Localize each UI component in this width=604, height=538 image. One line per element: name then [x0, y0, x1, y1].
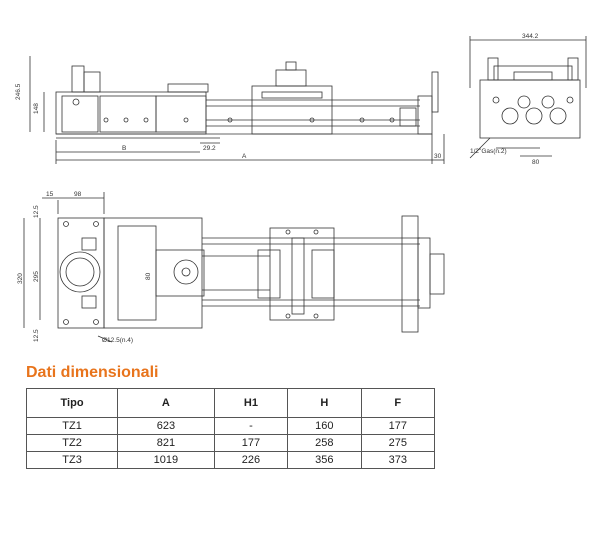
- dim-overall-height: 246.5: [15, 83, 22, 100]
- cell-f: 373: [360, 451, 436, 469]
- dim-98: 98: [74, 191, 82, 198]
- table-row: TZ3 1019 226 356 373: [25, 451, 436, 469]
- header-h1: H1: [213, 388, 289, 418]
- header-a: A: [117, 388, 215, 418]
- end-view: [469, 36, 587, 159]
- cell-f: 177: [360, 417, 436, 435]
- cell-tipo: TZ1: [25, 417, 119, 435]
- technical-drawing: 246.5 148 B 29.2 A 30 344.2 1/2"Gas(n.2)…: [15, 33, 587, 344]
- dim-end-80: 80: [532, 159, 540, 166]
- cell-tipo: TZ2: [25, 434, 119, 452]
- dim-b: B: [122, 145, 126, 152]
- header-tipo: Tipo: [25, 388, 119, 418]
- section-title: Dati dimensionali: [26, 364, 159, 381]
- top-view: [23, 192, 445, 343]
- dim-left-height: 148: [33, 103, 40, 114]
- cell-a: 821: [117, 434, 215, 452]
- table-header-row: Tipo A H1 H F: [25, 388, 436, 418]
- gas-connection-label: 1/2"Gas(n.2): [470, 148, 507, 155]
- dim-295: 295: [33, 271, 40, 282]
- side-view: [29, 56, 445, 164]
- cell-h1: 226: [213, 451, 289, 469]
- hole-label: Ø12.5(n.4): [102, 337, 133, 344]
- cell-a: 1019: [117, 451, 215, 469]
- dim-top-80: 80: [145, 272, 152, 280]
- cell-h1: 177: [213, 434, 289, 452]
- header-f: F: [360, 388, 436, 418]
- cell-f: 275: [360, 434, 436, 452]
- dim-12-5-bottom: 12.5: [33, 329, 40, 342]
- table-row: TZ1 623 - 160 177: [25, 417, 436, 435]
- dim-320: 320: [17, 273, 24, 284]
- cell-h: 258: [287, 434, 362, 452]
- dim-end: 30: [434, 153, 442, 160]
- dim-a: A: [242, 153, 247, 160]
- dimensions-table: Tipo A H1 H F TZ1 623 - 160 177 TZ2 821 …: [25, 388, 436, 469]
- cell-h: 356: [287, 451, 362, 469]
- cell-tipo: TZ3: [25, 451, 119, 469]
- cell-a: 623: [117, 417, 215, 435]
- dim-12-5-top: 12.5: [33, 205, 40, 218]
- cell-h1: -: [213, 417, 289, 435]
- dim-end-width: 344.2: [522, 33, 539, 40]
- dim-15: 15: [46, 191, 54, 198]
- cell-h: 160: [287, 417, 362, 435]
- table-row: TZ2 821 177 258 275: [25, 434, 436, 452]
- header-h: H: [287, 388, 362, 418]
- dim-offset: 29.2: [203, 145, 216, 152]
